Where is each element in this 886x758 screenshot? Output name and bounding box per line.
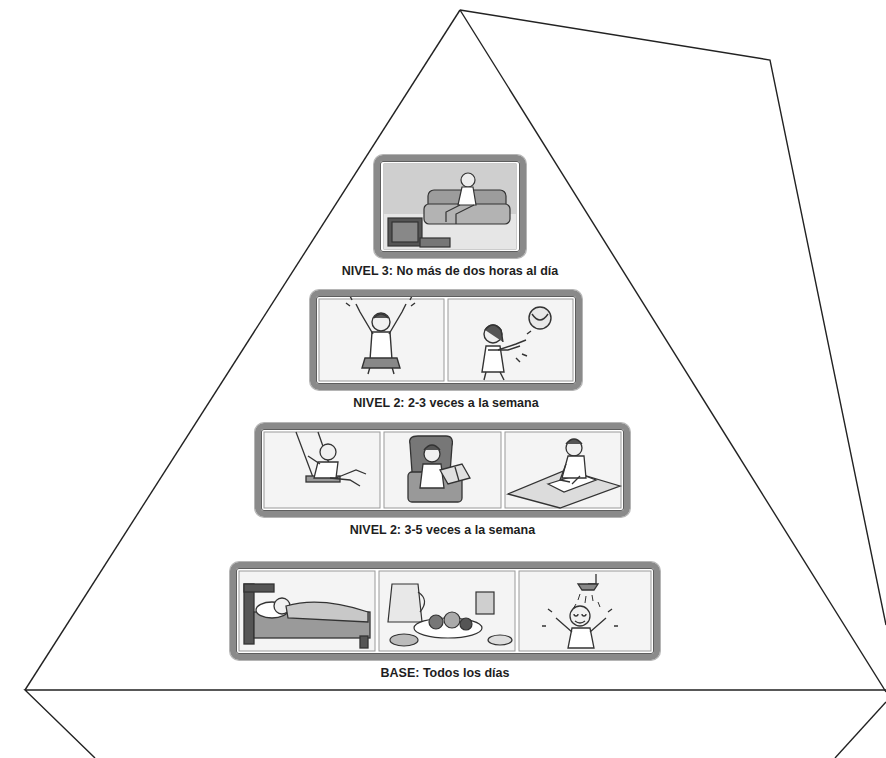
ball-child-picture-part — [529, 307, 551, 329]
swing-child-picture-part — [320, 444, 336, 460]
tv-couch-picture-part — [461, 173, 475, 187]
food-picture-part — [460, 618, 472, 630]
level-label: NIVEL 2: 3-5 veces a la semana — [347, 522, 538, 538]
food-picture-part — [488, 635, 512, 645]
label-row: NIVEL 3: No más de dos horas al día — [334, 261, 567, 279]
level-label: BASE: Todos los días — [378, 665, 513, 681]
bed-picture-part — [244, 584, 274, 592]
swing-child-picture — [296, 432, 366, 486]
reading-child-picture-part — [424, 445, 440, 450]
swing-child-picture-part — [330, 478, 360, 486]
arms-up-child-picture-part — [346, 296, 415, 306]
tv-couch-picture-part — [420, 238, 450, 247]
food-picture-part — [476, 592, 494, 614]
bed-picture-part — [286, 602, 368, 622]
ball-child-picture — [482, 307, 551, 380]
label-row: NIVEL 2: 2-3 veces a la semana — [310, 393, 582, 411]
shower-child-picture — [542, 574, 618, 648]
picture-frame — [310, 290, 582, 390]
pyramid-outline-part — [25, 690, 886, 758]
pyramid-level: BASE: Todos los días — [230, 562, 660, 681]
shower-child-picture-part — [574, 614, 586, 623]
pyramid-level: NIVEL 3: No más de dos horas al día — [334, 155, 567, 279]
reading-child-picture-part — [455, 467, 459, 481]
food-picture-part — [418, 592, 425, 612]
arms-up-child-picture-part — [389, 304, 406, 334]
level-label: NIVEL 3: No más de dos horas al día — [339, 263, 562, 279]
tv-couch-picture-part — [392, 222, 418, 242]
writing-child-picture-part — [566, 440, 582, 456]
shower-child-picture-part — [588, 574, 596, 584]
shower-child-picture-part — [556, 618, 606, 632]
shower-child-picture-part — [568, 628, 594, 648]
food-picture-part — [444, 612, 460, 628]
ball-child-picture-part — [484, 372, 504, 380]
tv-couch-picture-part — [458, 187, 476, 205]
writing-child-picture-part — [562, 456, 586, 478]
panel-backgrounds-part — [379, 571, 515, 651]
tv-couch-picture-part — [424, 204, 510, 224]
panel-backgrounds-part — [239, 571, 375, 651]
ball-child-picture-part — [516, 331, 531, 362]
label-row: BASE: Todos los días — [230, 663, 660, 681]
food-picture — [388, 584, 512, 646]
pyramid-outline-part — [835, 702, 886, 758]
panel-backgrounds-part — [384, 164, 516, 249]
arms-up-child-picture — [346, 296, 415, 374]
ball-child-picture-part — [485, 325, 503, 342]
pyramid-outline — [25, 10, 886, 758]
reading-child-picture-part — [424, 446, 440, 462]
shower-child-picture-part — [570, 606, 590, 626]
bed-picture-part — [360, 636, 368, 648]
level-label: NIVEL 2: 2-3 veces a la semana — [350, 395, 541, 411]
tv-couch-picture-part — [456, 205, 474, 224]
panel-backgrounds-part — [384, 432, 501, 508]
writing-child-picture-part — [560, 464, 570, 482]
tv-couch-picture-part — [388, 218, 422, 246]
food-picture-part — [388, 584, 422, 622]
bed-picture — [244, 584, 370, 648]
shower-child-picture-part — [578, 584, 598, 590]
picture-frame — [255, 423, 630, 517]
panel-backgrounds-part — [505, 432, 621, 508]
pyramid-level: NIVEL 2: 3-5 veces a la semana — [255, 423, 630, 538]
tv-couch-picture — [384, 164, 516, 249]
panel-backgrounds — [239, 164, 651, 651]
label-row: NIVEL 2: 3-5 veces a la semana — [255, 520, 630, 538]
writing-child-picture — [508, 439, 620, 508]
writing-child-picture-part — [566, 439, 582, 444]
swing-child-picture-part — [308, 456, 320, 464]
ball-child-picture-part — [532, 314, 548, 320]
reading-child-picture-part — [440, 464, 470, 484]
ball-child-picture-part — [484, 325, 502, 343]
panel-backgrounds-part — [448, 299, 573, 381]
reading-child-picture — [408, 436, 470, 502]
reading-child-picture-part — [420, 464, 444, 488]
swing-child-picture-part — [314, 462, 338, 478]
arms-up-child-picture-part — [372, 313, 390, 331]
picture-frame — [230, 562, 660, 660]
bed-picture-part — [244, 584, 254, 644]
arms-up-child-picture-part — [370, 332, 392, 360]
panel-backgrounds-part — [264, 432, 380, 508]
arms-up-child-picture-part — [374, 314, 388, 318]
panel-backgrounds-part — [519, 571, 651, 651]
swing-child-picture-part — [336, 470, 366, 478]
arms-up-child-picture-part — [362, 358, 400, 368]
pyramid-level: NIVEL 2: 2-3 veces a la semana — [310, 290, 582, 411]
pyramid-outline-part — [25, 10, 460, 690]
swing-child-picture-part — [296, 432, 314, 480]
arms-up-child-picture-part — [356, 304, 373, 334]
food-picture-part — [429, 615, 443, 629]
ball-child-picture-part — [488, 346, 520, 350]
picture-frame — [374, 155, 526, 258]
panel-backgrounds-part — [319, 299, 444, 381]
writing-child-picture-part — [572, 476, 580, 484]
shower-child-picture-part — [542, 609, 618, 626]
food-picture-part — [390, 634, 418, 646]
